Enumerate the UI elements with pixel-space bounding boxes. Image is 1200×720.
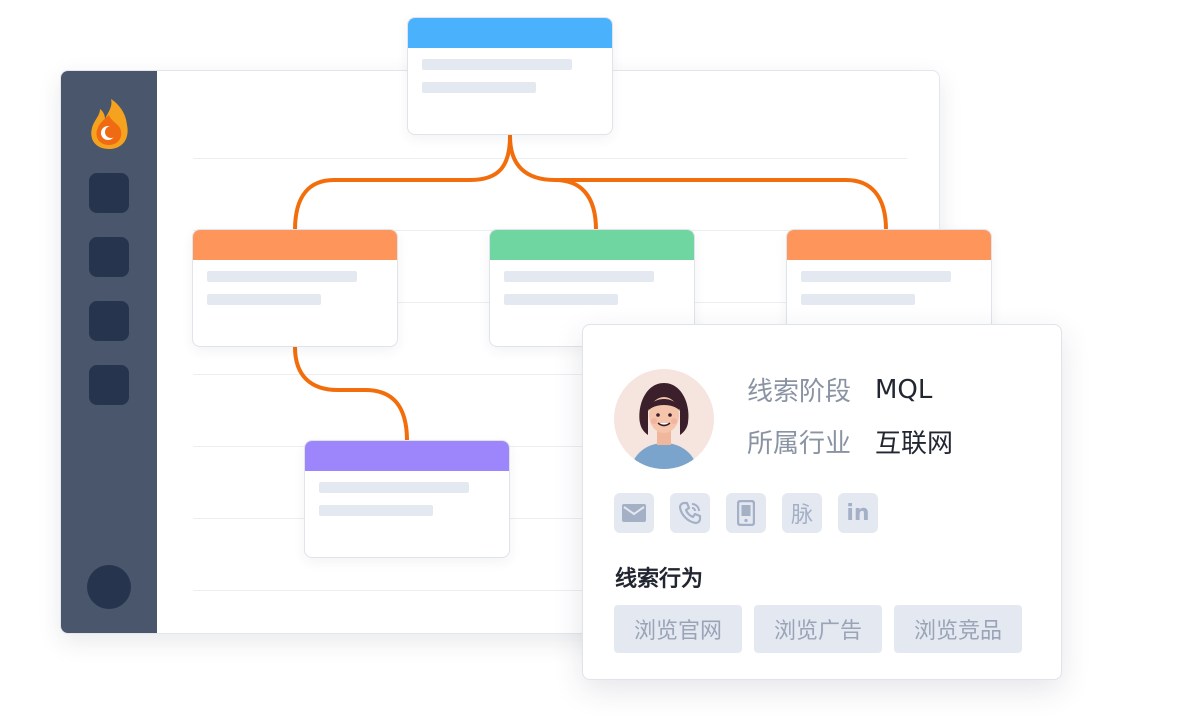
grid-line [193, 374, 907, 375]
phone-icon [678, 501, 702, 525]
industry-field: 所属行业 互联网 [747, 423, 953, 460]
placeholder-bar [422, 82, 536, 93]
placeholder-bar [319, 482, 469, 493]
network-button[interactable]: 脉 [782, 493, 822, 533]
mail-icon [622, 504, 646, 522]
node-header [490, 230, 694, 260]
lead-stage-label: 线索阶段 [747, 377, 852, 407]
behavior-tag-competitors[interactable]: 浏览竞品 [894, 605, 1022, 653]
placeholder-bar [504, 271, 654, 282]
mobile-button[interactable] [726, 493, 766, 533]
grid-line [193, 158, 907, 159]
grid-line [193, 590, 907, 591]
placeholder-bar [504, 294, 618, 305]
placeholder-bar [207, 271, 357, 282]
sidebar-item-4[interactable] [89, 365, 129, 405]
lead-behavior-title: 线索行为 [615, 567, 704, 592]
flow-node-left[interactable] [192, 229, 398, 347]
flame-logo-icon [91, 99, 128, 149]
linkedin-button[interactable]: in [838, 493, 878, 533]
lead-avatar [614, 369, 714, 469]
placeholder-bar [319, 505, 433, 516]
industry-label: 所属行业 [747, 429, 852, 459]
behavior-tag-ads[interactable]: 浏览广告 [754, 605, 882, 653]
sidebar [61, 71, 157, 633]
node-header [305, 441, 509, 471]
lead-profile-card: 线索阶段 MQL 所属行业 互联网 脉 in 线索行为 浏览官网 浏览广告 浏览… [582, 324, 1062, 680]
placeholder-bar [801, 271, 951, 282]
placeholder-bar [801, 294, 915, 305]
grid-line [193, 518, 907, 519]
mail-button[interactable] [614, 493, 654, 533]
lead-stage-field: 线索阶段 MQL [747, 371, 932, 408]
network-icon: 脉 [790, 503, 813, 528]
sidebar-item-3[interactable] [89, 301, 129, 341]
phone-button[interactable] [670, 493, 710, 533]
linkedin-icon: in [846, 500, 870, 526]
behavior-tag-website[interactable]: 浏览官网 [614, 605, 742, 653]
node-header [193, 230, 397, 260]
sidebar-item-2[interactable] [89, 237, 129, 277]
node-header [787, 230, 991, 260]
industry-value: 互联网 [875, 429, 954, 459]
lead-stage-value: MQL [875, 374, 933, 405]
flow-node-root[interactable] [407, 17, 613, 135]
node-header [408, 18, 612, 48]
grid-line [193, 446, 907, 447]
mobile-icon [737, 500, 755, 526]
sidebar-item-1[interactable] [89, 173, 129, 213]
placeholder-bar [422, 59, 572, 70]
flow-node-child[interactable] [304, 440, 510, 558]
placeholder-bar [207, 294, 321, 305]
sidebar-user-avatar[interactable] [87, 565, 131, 609]
